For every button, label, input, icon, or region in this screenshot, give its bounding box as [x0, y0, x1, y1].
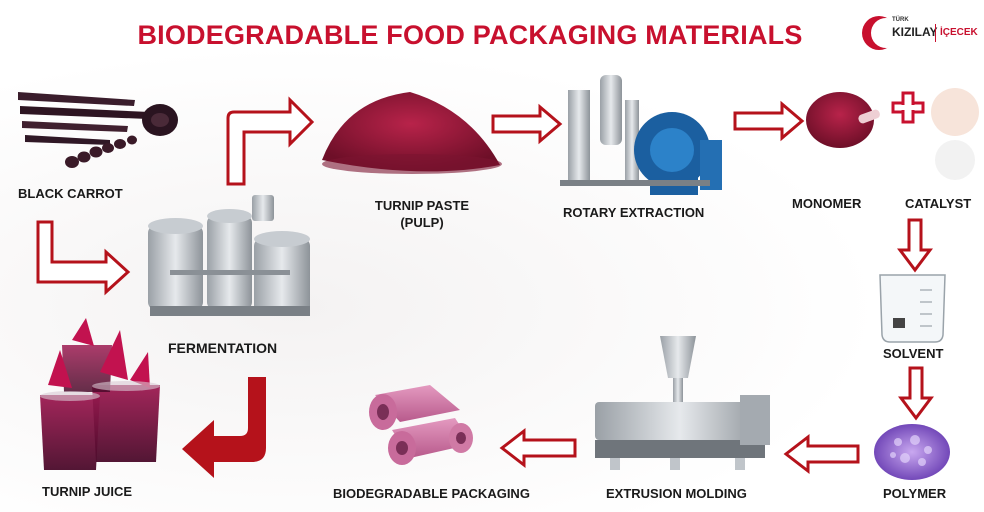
logo-name: KIZILAY: [892, 25, 938, 39]
arrow-polymer-to-extrusion: [783, 433, 860, 475]
arrow-solvent-to-polymer: [898, 366, 934, 421]
label-biodegradable-packaging: BIODEGRADABLE PACKAGING: [333, 486, 530, 501]
crescent-icon: [862, 16, 901, 50]
label-turnip-juice: TURNIP JUICE: [42, 484, 133, 499]
logo-small-text: TÜRK: [892, 17, 909, 23]
plus-icon: [891, 91, 925, 124]
logo-suffix: İÇECEK: [940, 27, 978, 38]
logo-divider: [935, 24, 936, 42]
extrusion-machine-image: [595, 336, 770, 470]
arrow-paste-to-rotary: [491, 103, 563, 145]
arrow-catalyst-to-solvent: [897, 218, 933, 273]
rotary-extraction-image: [560, 75, 722, 195]
label-rotary-extraction: ROTARY EXTRACTION: [563, 205, 705, 220]
label-black-carrot: BLACK CARROT: [18, 186, 123, 201]
packaging-rolls-image: [369, 385, 473, 465]
label-extrusion-molding: EXTRUSION MOLDING: [606, 486, 747, 501]
label-solvent: SOLVENT: [883, 346, 944, 361]
brand-logo: TÜRK KIZILAY İÇECEK: [862, 14, 978, 54]
arrow-fermentation-to-juice: [182, 377, 266, 478]
fermentation-tanks-image: [148, 195, 310, 316]
label-catalyst: CATALYST: [905, 196, 972, 211]
polymer-image: [874, 424, 950, 480]
page-title: BIODEGRADABLE FOOD PACKAGING MATERIALS: [137, 20, 803, 50]
arrow-carrot-to-fermentation: [36, 220, 131, 296]
label-monomer: MONOMER: [792, 196, 862, 211]
black-carrot-image: [18, 92, 178, 168]
solvent-beaker-image: [879, 274, 946, 343]
arrow-fermentation-to-paste: [226, 96, 315, 186]
catalyst-image: [931, 88, 979, 180]
arrow-rotary-to-monomer: [733, 100, 805, 142]
turnip-juice-image: [40, 318, 160, 470]
monomer-image: [806, 92, 880, 148]
label-turnip-paste-line1: TURNIP PASTE: [374, 198, 470, 213]
turnip-paste-image: [322, 92, 502, 174]
label-fermentation: FERMENTATION: [168, 340, 278, 356]
label-turnip-paste-line2: (PULP): [400, 215, 444, 230]
label-polymer: POLYMER: [883, 486, 947, 501]
arrow-extrusion-to-packaging: [499, 427, 577, 469]
label-turnip-paste: TURNIP PASTE (PULP): [372, 198, 472, 230]
